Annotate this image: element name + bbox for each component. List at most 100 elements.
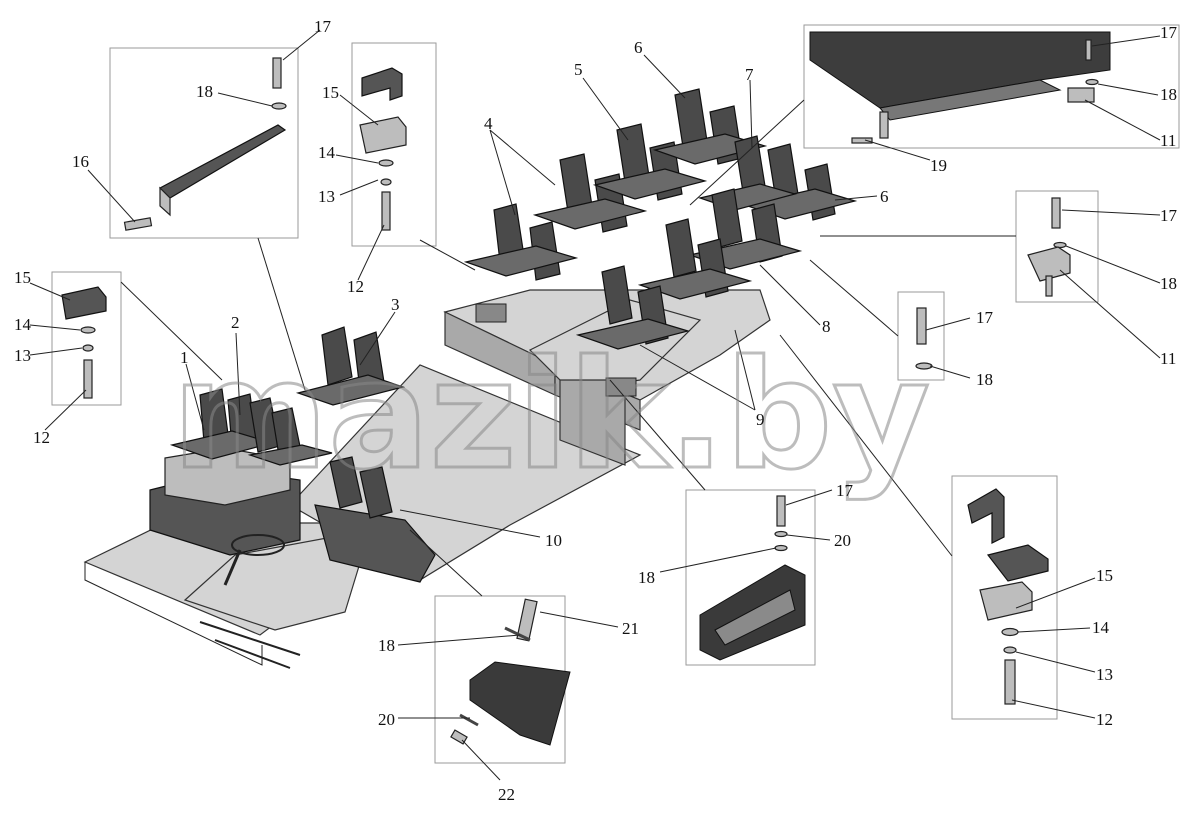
underside-detail <box>809 31 1111 144</box>
callout-14: 14 <box>1092 618 1110 637</box>
bracket-plate-right <box>986 544 1049 582</box>
washer-13-right <box>1003 646 1017 654</box>
rail-clip-detail <box>450 598 571 746</box>
callout-6: 6 <box>634 38 643 57</box>
callout-11: 11 <box>1160 349 1176 368</box>
callout-3: 3 <box>391 295 400 314</box>
frame-rail-1 <box>199 621 301 656</box>
bolt-17 <box>272 57 282 89</box>
callout-18: 18 <box>976 370 993 389</box>
leader-lines <box>29 29 1161 781</box>
callout-17: 17 <box>314 17 332 36</box>
callout-5: 5 <box>574 60 583 79</box>
callout-17: 17 <box>1160 206 1178 225</box>
callout-18: 18 <box>1160 274 1177 293</box>
callout-15: 15 <box>14 268 31 287</box>
callout-17: 17 <box>1160 23 1178 42</box>
callout-18: 18 <box>378 636 395 655</box>
bracket-15 <box>359 116 407 154</box>
callout-20: 20 <box>834 531 851 550</box>
detail-box-11 <box>1015 190 1099 303</box>
bolt-12 <box>381 191 391 231</box>
callout-12: 12 <box>1096 710 1113 729</box>
rail-detail <box>699 495 806 661</box>
step-block <box>559 379 626 466</box>
callout-21: 21 <box>622 619 639 638</box>
callout-numbers: 17 18 16 15 14 13 12 15 14 13 12 17 18 1… <box>14 17 1178 804</box>
bolt-12-left <box>83 359 93 399</box>
watermark: mazik.by <box>172 329 930 503</box>
callout-19: 19 <box>930 156 947 175</box>
nut-22 <box>450 729 468 745</box>
step-console <box>314 504 436 583</box>
mount-detail-right <box>967 488 1049 705</box>
seat-9-front <box>575 265 691 350</box>
callout-6: 6 <box>880 187 889 206</box>
seat-4-front <box>463 203 579 281</box>
callout-9: 9 <box>756 410 765 429</box>
callout-8: 8 <box>822 317 831 336</box>
bolt-12-right <box>1004 659 1016 705</box>
callout-10: 10 <box>545 531 562 550</box>
seat-2 <box>247 397 333 466</box>
clamp-11 <box>1027 246 1071 282</box>
washer-20-clip <box>459 713 479 727</box>
upper-bracket <box>361 67 403 101</box>
callout-14: 14 <box>318 143 336 162</box>
washer-18-clamp <box>1053 241 1067 249</box>
seat-leg <box>879 111 889 139</box>
callout-20: 20 <box>378 710 395 729</box>
washer-14-right <box>1001 627 1019 637</box>
bracket-end <box>159 186 171 217</box>
mount-detail-left <box>61 286 107 399</box>
bolt-21 <box>516 598 538 642</box>
callout-16: 16 <box>72 152 89 171</box>
callout-15: 15 <box>1096 566 1113 585</box>
callout-1: 1 <box>180 348 189 367</box>
small-bolt-detail <box>915 307 933 370</box>
steering-wheel <box>231 534 285 556</box>
upper-bracket-right <box>967 488 1005 544</box>
frame-rail-front <box>84 562 263 666</box>
clamp-11-top <box>1067 87 1095 103</box>
washer-18-small <box>915 362 933 370</box>
detail-box-seat-underside <box>803 24 1180 149</box>
bolt-19 <box>851 137 873 144</box>
detail-box-17-20 <box>685 489 816 666</box>
bolt-16 <box>123 217 153 231</box>
steering-column <box>223 549 242 586</box>
seat-4-rear <box>532 153 648 233</box>
bolt-17-small <box>916 307 927 345</box>
clamp-stud <box>1045 275 1053 297</box>
callout-18: 18 <box>638 568 655 587</box>
mount-detail-top <box>359 67 407 231</box>
seat-rail-clip-section <box>469 661 571 746</box>
detail-box-right-15-12 <box>951 475 1058 720</box>
callout-13: 13 <box>318 187 335 206</box>
callout-17: 17 <box>836 481 854 500</box>
bracket-15-left <box>61 286 107 320</box>
callout-7: 7 <box>745 65 754 84</box>
callout-13: 13 <box>1096 665 1113 684</box>
washer-13-left <box>82 344 94 352</box>
washer-13 <box>380 178 392 186</box>
bolt-17-top <box>1085 39 1092 61</box>
washer-18 <box>271 102 287 110</box>
washer-14-left <box>80 326 96 334</box>
callout-18: 18 <box>196 82 213 101</box>
washer-20-rail <box>774 530 788 538</box>
seat-3 <box>295 326 406 406</box>
bracket-15-right <box>979 581 1033 621</box>
callout-2: 2 <box>231 313 240 332</box>
bolt-17-clamp <box>1051 197 1061 229</box>
floor-hatch-2 <box>605 377 637 397</box>
mounting-bracket <box>159 124 287 199</box>
callout-12: 12 <box>33 428 50 447</box>
seat-10-pair <box>329 456 393 519</box>
seats <box>169 88 858 519</box>
callout-12: 12 <box>347 277 364 296</box>
callout-22: 22 <box>498 785 515 804</box>
driver-floor-plate <box>183 529 371 631</box>
detail-box-bracket <box>109 47 299 239</box>
